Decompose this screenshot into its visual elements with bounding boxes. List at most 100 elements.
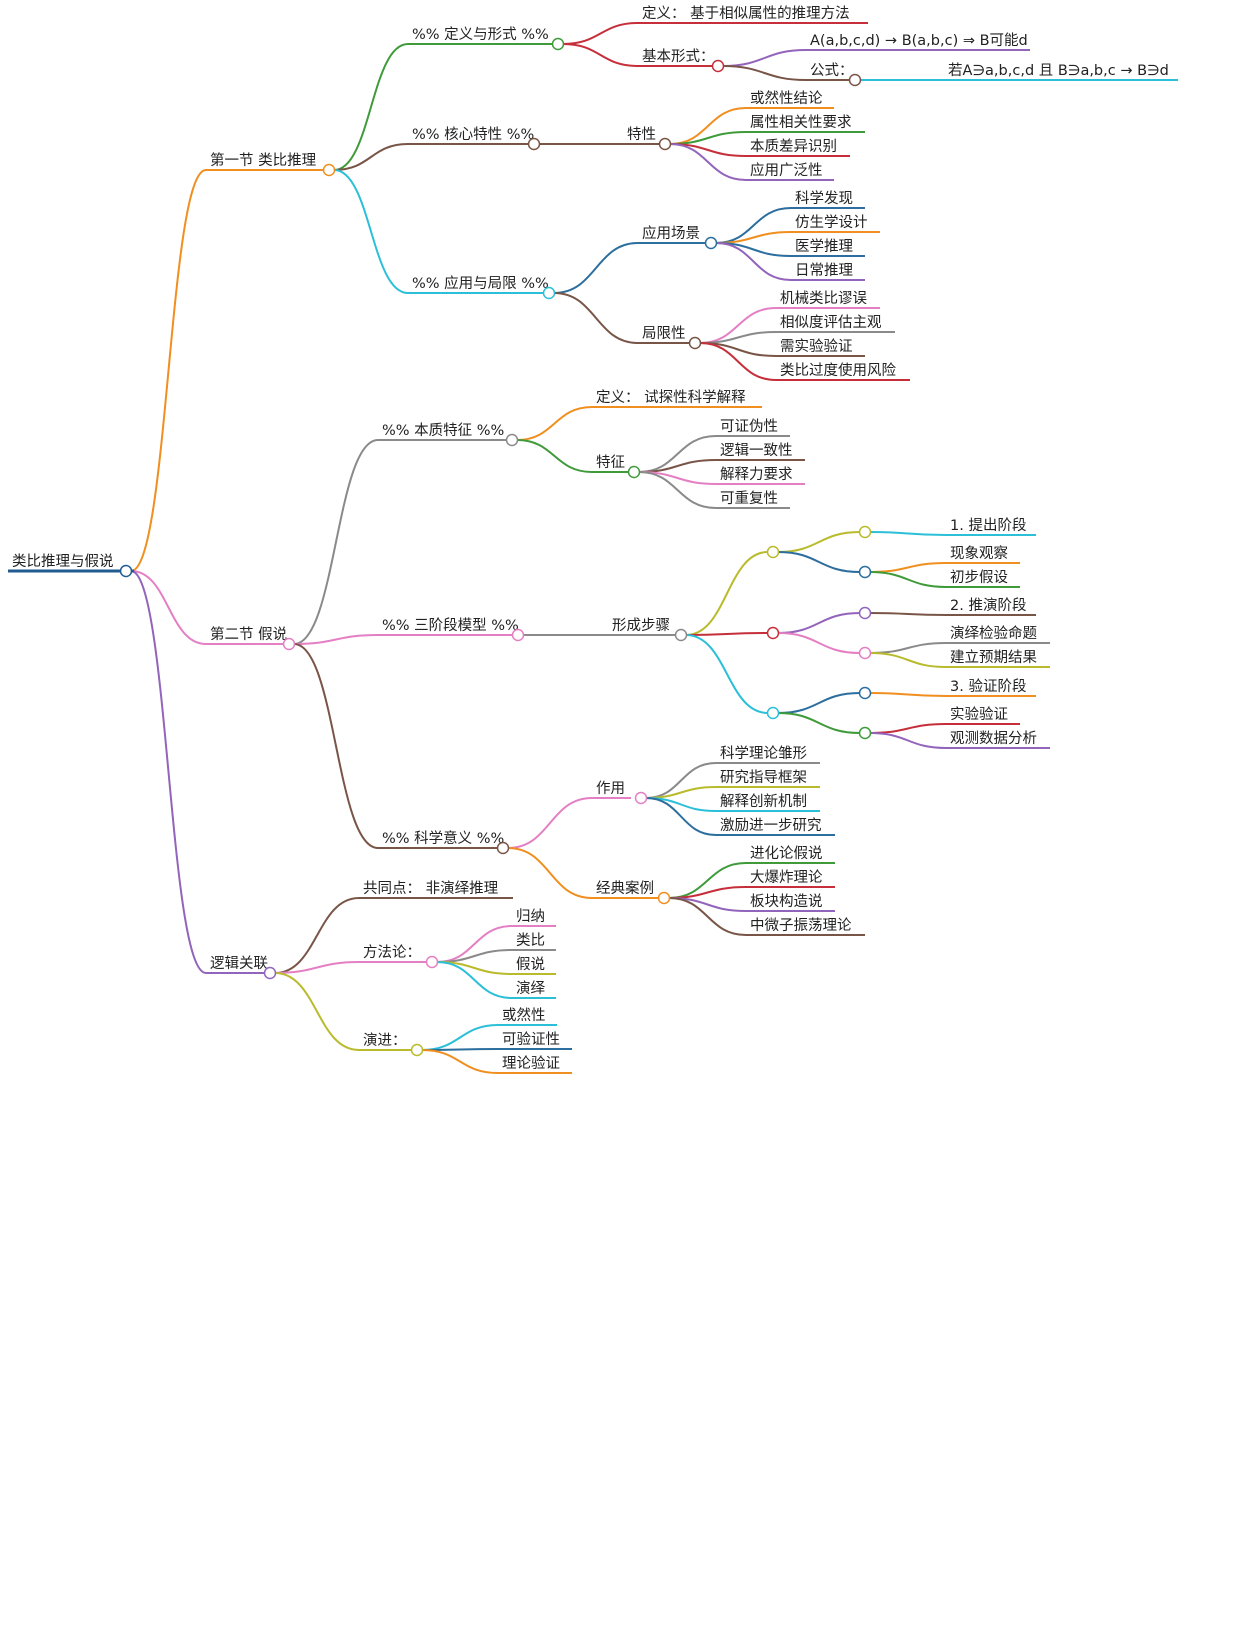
edge-section-logical-relation (130, 570, 207, 974)
leaf-role: 解释创新机制 (720, 793, 807, 810)
collapse-toggle-traits-node[interactable] (658, 137, 672, 151)
edge-leaf-role (645, 797, 717, 836)
basic-form-node: 基本形式： (642, 48, 715, 65)
collapse-toggle-section-analogy[interactable] (322, 163, 336, 177)
edge-leaf-stage-title (869, 531, 947, 536)
evolution-node: 演进： (363, 1032, 407, 1049)
leaf-feature: 解释力要求 (720, 466, 793, 483)
section-hypothesis: 第二节 假说 (210, 625, 287, 643)
edge-stage-1-title-node (777, 531, 861, 553)
collapse-toggle-root-node[interactable] (119, 564, 133, 578)
edge-scenes-node (553, 242, 639, 294)
collapse-toggle-stage-1-items-node[interactable] (858, 565, 872, 579)
leaf-evolution: 可验证性 (502, 1031, 560, 1048)
edge-formula-node (722, 65, 807, 81)
edge-limits-node (553, 292, 639, 344)
collapse-toggle-evolution-node[interactable] (410, 1043, 424, 1057)
leaf-method: 演绎 (516, 980, 545, 997)
leaf-stage-title: 2. 推演阶段 (950, 597, 1026, 614)
leaf-trait: 应用广泛性 (750, 161, 823, 179)
collapse-toggle-features-node[interactable] (627, 465, 641, 479)
leaf-trait: 本质差异识别 (750, 138, 837, 155)
edge-section-analogy (130, 169, 207, 572)
formula-node: 公式： (810, 62, 854, 79)
edge-stage-1-node (685, 551, 769, 636)
leaf-limit: 机械类比谬误 (780, 290, 867, 307)
edge-stage-2-title-node (777, 612, 861, 634)
collapse-toggle-scenes-node[interactable] (704, 236, 718, 250)
collapse-toggle-stage-3-title-node[interactable] (858, 686, 872, 700)
edge-leaf-stage-title (869, 612, 947, 616)
collapse-toggle-stage-3-items-node[interactable] (858, 726, 872, 740)
collapse-toggle-topic-significance[interactable] (496, 841, 510, 855)
edge-evolution-node (274, 972, 360, 1051)
collapse-toggle-methods-node[interactable] (425, 955, 439, 969)
leaf-limit: 需实验验证 (780, 338, 853, 355)
leaf-stage-item: 观测数据分析 (950, 730, 1037, 747)
leaf-trait: 或然性结论 (750, 90, 823, 107)
leaf-stage-item: 演绎检验命题 (950, 624, 1037, 642)
edge-leaf-stage-item (869, 562, 947, 573)
edge-leaf-stage-item (869, 723, 947, 734)
edge-section-hypothesis (130, 570, 207, 645)
leaf-stage-item: 现象观察 (950, 544, 1008, 562)
topic-core-traits: %% 核心特性 %% (412, 126, 534, 143)
collapse-toggle-stage-1-title-node[interactable] (858, 525, 872, 539)
edge-leaf-evolution (421, 1024, 499, 1051)
collapse-toggle-formula-node[interactable] (848, 73, 862, 87)
collapse-toggle-section-hypothesis[interactable] (282, 637, 296, 651)
topic-significance: %% 科学意义 %% (382, 829, 504, 847)
collapse-toggle-stage-2-node[interactable] (766, 626, 780, 640)
leaf-scene: 日常推理 (795, 262, 853, 279)
edge-leaf-stage-item (869, 642, 947, 654)
edge-stage-2-node (685, 632, 769, 636)
limits-node: 局限性 (642, 325, 686, 342)
collapse-toggle-roles-node[interactable] (634, 791, 648, 805)
leaf-method: 类比 (516, 932, 545, 949)
leaf-stage-item: 初步假设 (950, 569, 1008, 586)
leaf-scene: 仿生学设计 (795, 214, 868, 231)
traits-node: 特性 (627, 126, 656, 143)
steps-node: 形成步骤 (612, 617, 670, 634)
collapse-toggle-limits-node[interactable] (688, 336, 702, 350)
topic-definition-form: %% 定义与形式 %% (412, 26, 549, 43)
collapse-toggle-cases-node[interactable] (657, 891, 671, 905)
edge-leaf-stage-title (869, 692, 947, 697)
collapse-toggle-topic-essence[interactable] (505, 433, 519, 447)
leaf-feature: 可证伪性 (720, 418, 778, 435)
edge-leaf-stage-item (869, 652, 947, 668)
leaf-hypothesis-definition: 定义： 试探性科学解释 (596, 389, 746, 406)
leaf-case: 板块构造说 (750, 892, 823, 910)
collapse-toggle-topic-core-traits[interactable] (527, 137, 541, 151)
edge-methods-node (274, 961, 360, 974)
collapse-toggle-section-logical-relation[interactable] (263, 966, 277, 980)
collapse-toggle-topic-three-stage-model[interactable] (511, 628, 525, 642)
collapse-toggle-steps-node[interactable] (674, 628, 688, 642)
leaf-stage-title: 1. 提出阶段 (950, 517, 1026, 534)
edge-leaf-common-ground (274, 897, 360, 974)
leaf-scene: 医学推理 (795, 238, 853, 255)
collapse-toggle-stage-1-node[interactable] (766, 545, 780, 559)
collapse-toggle-topic-application-limits[interactable] (542, 286, 556, 300)
section-logical-relation: 逻辑关联 (210, 955, 268, 972)
edge-leaf-analogy-definition (562, 22, 639, 45)
edge-leaf-trait (669, 143, 747, 181)
mindmap-underlines (8, 22, 1178, 1074)
collapse-toggle-stage-2-title-node[interactable] (858, 606, 872, 620)
edge-roles-node (507, 797, 593, 849)
edge-stage-3-items-node (777, 712, 861, 734)
collapse-toggle-topic-definition-form[interactable] (551, 37, 565, 51)
edge-leaf-method (436, 961, 513, 999)
leaf-method: 假说 (516, 956, 545, 973)
edge-stage-3-node (685, 634, 769, 714)
leaf-stage-item: 实验验证 (950, 706, 1008, 723)
leaf-feature: 可重复性 (720, 489, 778, 507)
edge-leaf-scene (715, 242, 792, 281)
collapse-toggle-stage-3-node[interactable] (766, 706, 780, 720)
mindmap-knobs (119, 37, 872, 1057)
edge-leaf-limit (699, 342, 777, 381)
leaf-trait: 属性相关性要求 (750, 114, 852, 131)
collapse-toggle-stage-2-items-node[interactable] (858, 646, 872, 660)
collapse-toggle-basic-form-node[interactable] (711, 59, 725, 73)
